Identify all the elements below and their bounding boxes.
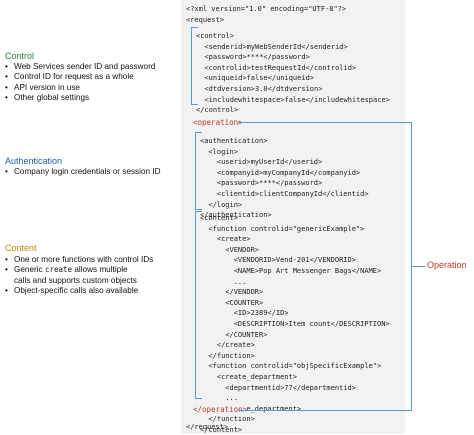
authentication-list: Company login credentials or session ID <box>5 167 181 178</box>
authentication-bracket <box>195 132 202 210</box>
list-item-continuation: calls and supports custom objects <box>14 275 137 285</box>
list-item-text: Generic <box>14 265 45 275</box>
operation-box <box>189 122 412 411</box>
xml-content-block: <content> <function controlid="genericEx… <box>200 214 390 434</box>
control-title: Control <box>5 51 35 61</box>
list-item: Object-specific calls also available <box>5 286 181 297</box>
xml-operation-close: </operation> <box>193 405 248 416</box>
control-list: Web Services sender ID and password Cont… <box>5 62 181 103</box>
list-item-text: allows multiple <box>72 265 128 275</box>
authentication-title: Authentication <box>5 156 63 166</box>
content-title: Content <box>5 243 37 253</box>
operation-bottom-line <box>238 410 411 411</box>
xml-request-header: <?xml version="1.0" encoding="UTF-8"?> <… <box>186 5 347 24</box>
list-item: Control ID for request as a whole <box>5 72 181 83</box>
xml-control-block: <control> <senderid>myWebSenderId</sende… <box>196 32 390 115</box>
content-list: One or more functions with control IDs G… <box>5 255 181 296</box>
content-bracket <box>195 211 202 399</box>
list-item: Company login credentials or session ID <box>5 167 181 178</box>
list-item: API version in use <box>5 83 181 94</box>
xml-code-panel <box>181 0 405 434</box>
xml-operation-open: <operation> <box>193 118 243 129</box>
list-item: One or more functions with control IDs <box>5 255 181 266</box>
operation-title: Operation <box>427 260 467 270</box>
operation-connector <box>411 266 425 267</box>
xml-authentication-block: <authentication> <login> <userid>myUserI… <box>200 137 369 220</box>
list-item: Generic create allows multiple <box>5 265 181 276</box>
xml-request-footer: </request> <box>186 423 229 431</box>
list-item: Other global settings <box>5 93 181 104</box>
control-bracket <box>191 27 198 105</box>
create-code: create <box>44 265 73 275</box>
operation-top-line <box>238 122 411 123</box>
list-item: Web Services sender ID and password <box>5 62 181 73</box>
